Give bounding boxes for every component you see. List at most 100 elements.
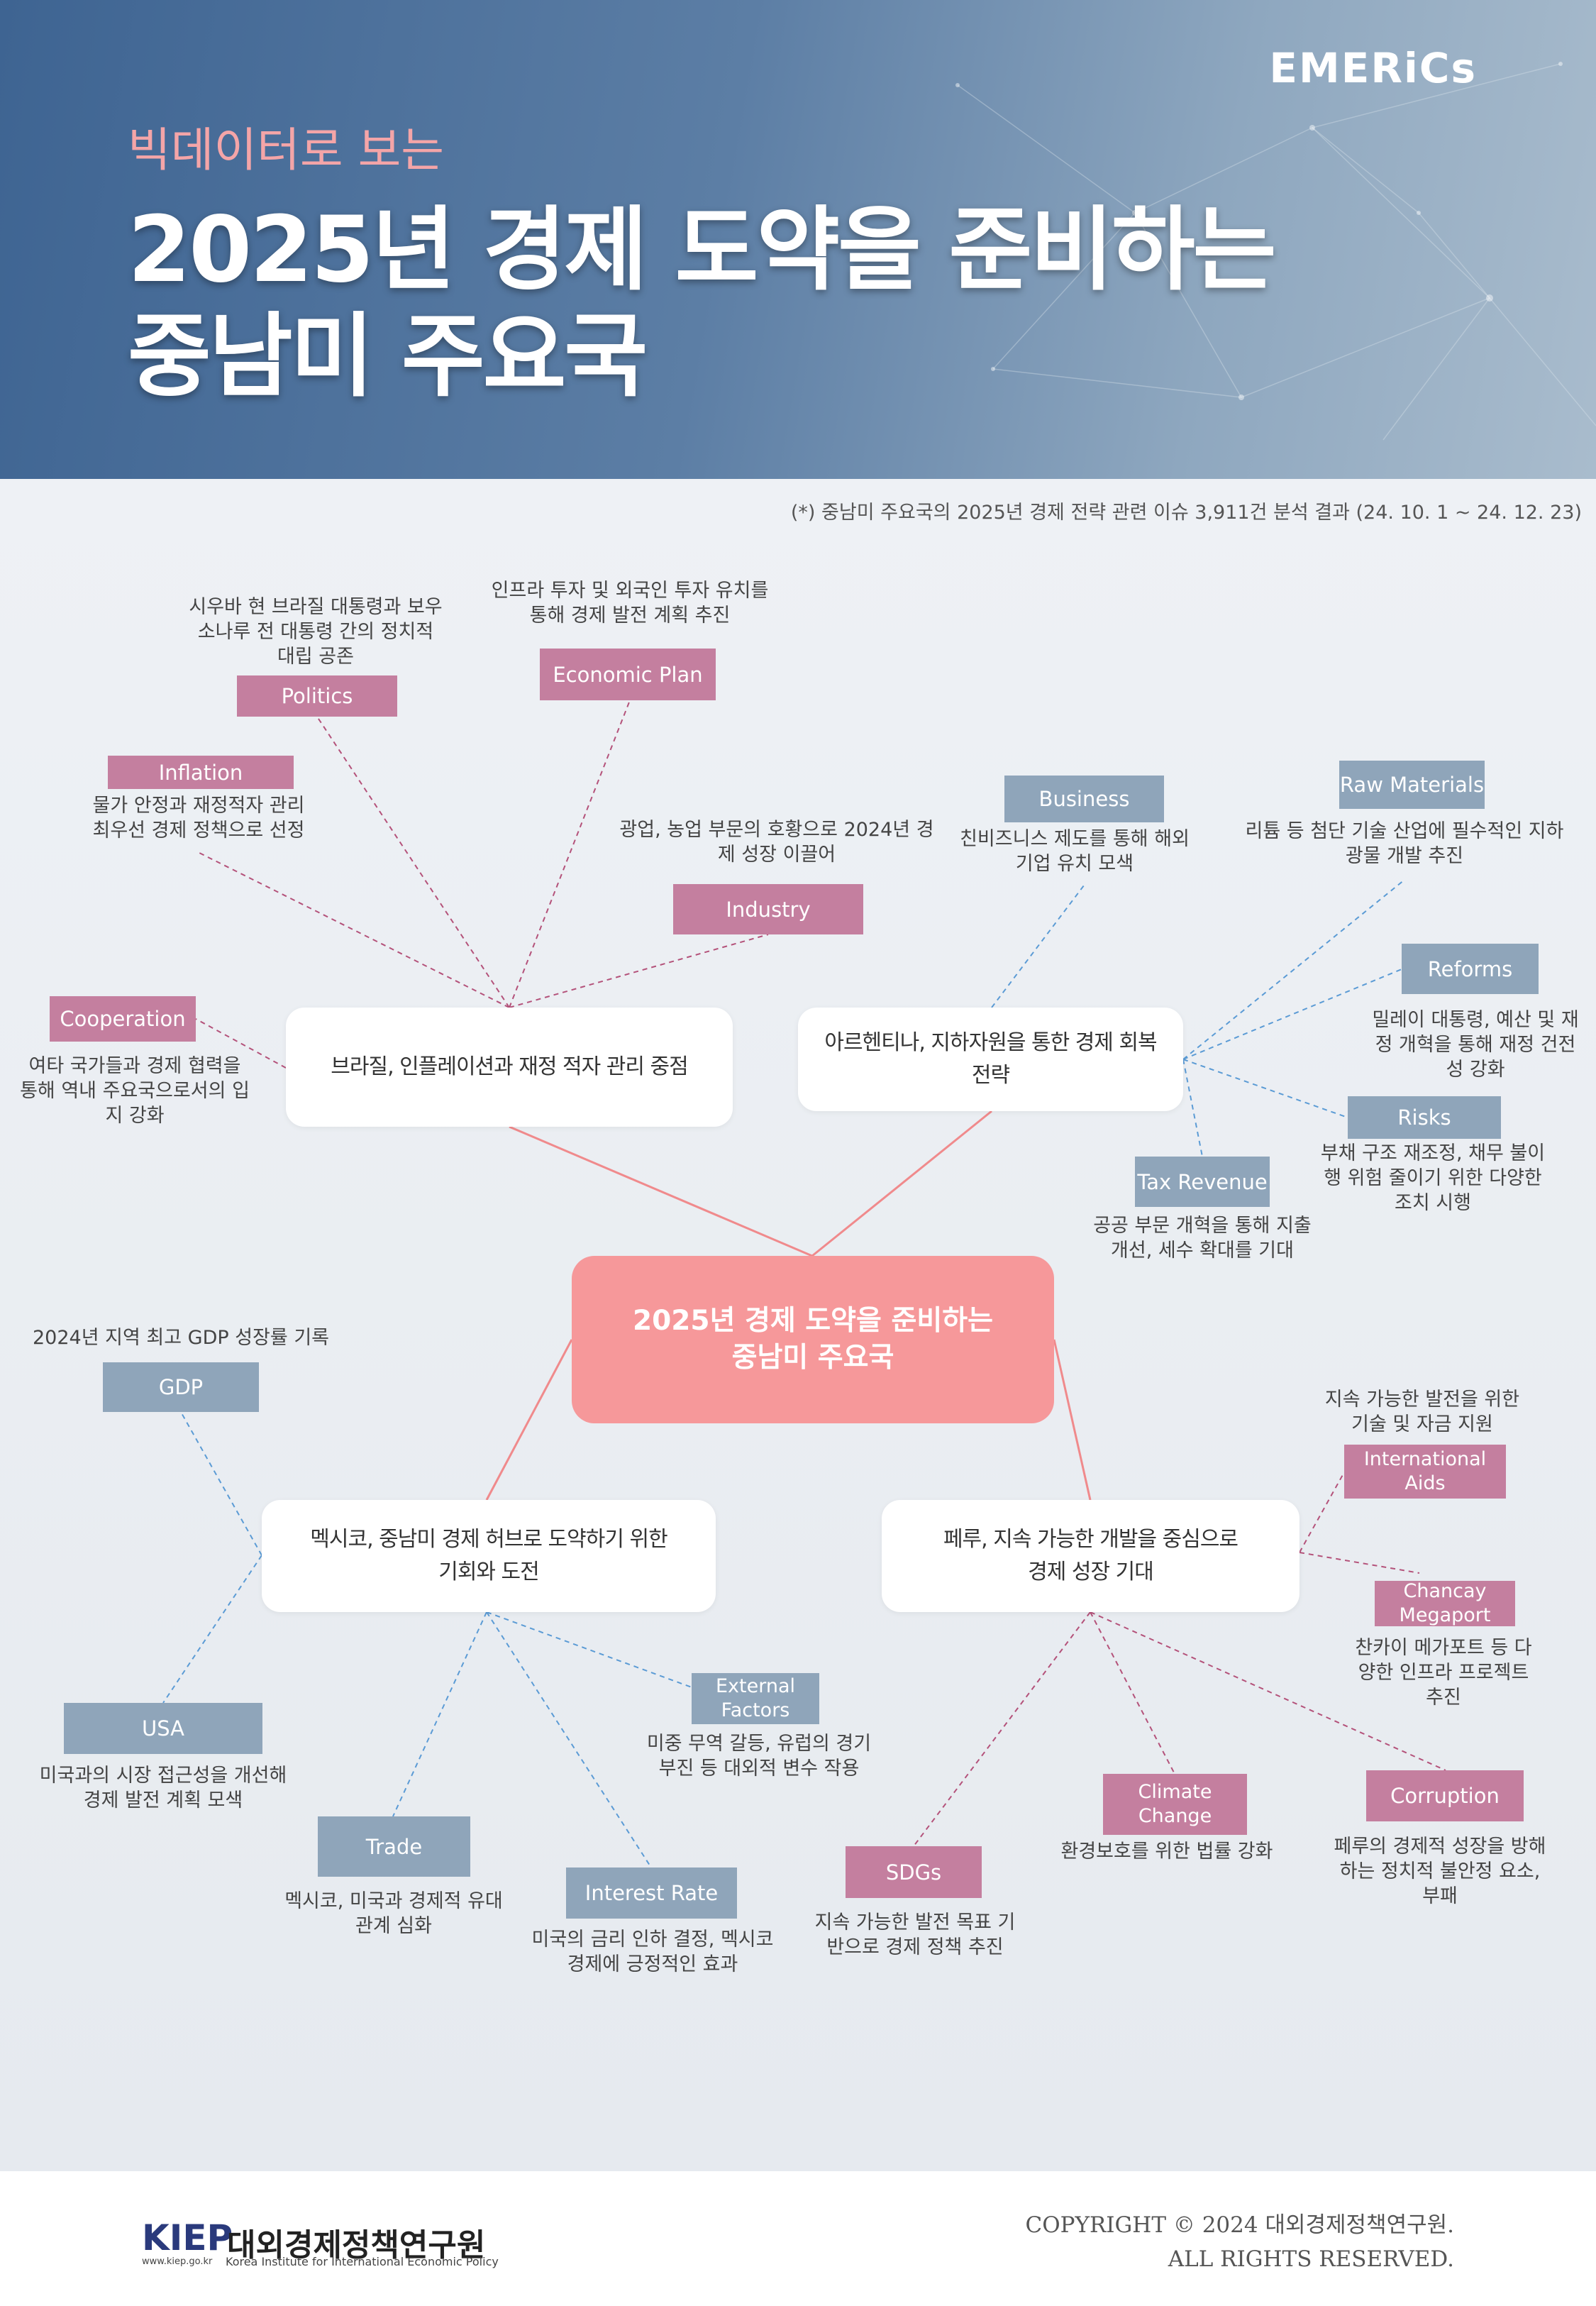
branch-argentina-line-1: 아르헨티나, 지하자원을 통한 경제 회복 (824, 1030, 1157, 1055)
branch-mexico: 멕시코, 중남미 경제 허브로 도약하기 위한 기회와 도전 (262, 1500, 716, 1612)
tag-climate-line-2: Change (1138, 1805, 1212, 1827)
desc-risks-line: 조치 시행 (1395, 1192, 1471, 1214)
desc-risks: 부채 구조 재조정, 채무 불이 행 위험 줄이기 위한 다양한 조치 시행 (1305, 1141, 1561, 1215)
tag-international-aids: International Aids (1344, 1445, 1506, 1499)
desc-cooperation: 여타 국가들과 경제 협력을 통해 역내 주요국으로서의 입 지 강화 (7, 1054, 262, 1128)
tag-reforms: Reforms (1402, 944, 1539, 994)
desc-corruption: 페루의 경제적 성장을 방해 하는 정치적 불안정 요소, 부패 (1312, 1834, 1568, 1909)
branch-argentina: 아르헨티나, 지하자원을 통한 경제 회복 전략 (798, 1008, 1183, 1111)
desc-reforms-line: 성 강화 (1446, 1059, 1505, 1081)
desc-usa: 미국과의 시장 접근성을 개선해 경제 발전 계획 모색 (18, 1763, 309, 1813)
tag-external-line-1: External (715, 1675, 796, 1697)
link-peru-climate (1090, 1611, 1175, 1775)
desc-economic-plan-line: 인프라 투자 및 외국인 투자 유치를 (491, 580, 769, 602)
desc-reforms-line: 밀레이 대통령, 예산 및 재 (1372, 1009, 1579, 1031)
desc-sdgs: 지속 가능한 발전 목표 기 반으로 경제 정책 추진 (794, 1910, 1036, 1960)
tag-inflation: Inflation (108, 756, 294, 789)
desc-inflation-line: 최우선 경제 정책으로 선정 (92, 820, 305, 842)
desc-chancay-line: 찬카이 메가포트 등 다 (1355, 1637, 1532, 1659)
tag-intl-line-2: Aids (1404, 1472, 1446, 1494)
desc-climate-line: 환경보호를 위한 법률 강화 (1060, 1841, 1273, 1863)
link-argentina-business (991, 885, 1085, 1008)
desc-politics-line: 소나루 전 대통령 간의 정치적 (197, 621, 434, 643)
desc-tax-revenue-line: 개선, 세수 확대를 기대 (1111, 1240, 1294, 1262)
desc-gdp-line: 2024년 지역 최고 GDP 성장률 기록 (32, 1327, 330, 1349)
desc-interest-rate: 미국의 금리 인하 결정, 멕시코 경제에 긍정적인 효과 (514, 1927, 791, 1977)
tag-politics: Politics (237, 675, 397, 717)
tag-economic-plan: Economic Plan (540, 649, 716, 700)
desc-sdgs-line: 지속 가능한 발전 목표 기 (814, 1911, 1016, 1933)
branch-mexico-line-2: 기회와 도전 (438, 1560, 540, 1584)
source-note: (*) 중남미 주요국의 2025년 경제 전략 관련 이슈 3,911건 분석… (790, 502, 1582, 524)
page-subtitle: 빅데이터로 보는 (128, 123, 445, 177)
link-brazil-politics (316, 716, 510, 1008)
tag-risks: Risks (1348, 1096, 1501, 1139)
desc-usa-line: 미국과의 시장 접근성을 개선해 (39, 1765, 287, 1787)
tag-climate-line-1: Climate (1138, 1781, 1212, 1803)
desc-inflation: 물가 안정과 재정적자 관리 최우선 경제 정책으로 선정 (57, 793, 340, 843)
link-peru-corruption (1090, 1611, 1446, 1771)
desc-risks-line: 부채 구조 재조정, 채무 불이 (1320, 1142, 1546, 1164)
link-argentina-risks (1182, 1059, 1348, 1118)
tag-chancay-megaport: Chancay Megaport (1375, 1580, 1515, 1626)
desc-chancay-line: 추진 (1426, 1687, 1461, 1709)
link-mexico-gdp (180, 1411, 262, 1556)
link-argentina-raw-materials (1182, 879, 1405, 1060)
copyright-line-2: ALL RIGHTS RESERVED. (1168, 2246, 1454, 2272)
central-topic-line-2: 중남미 주요국 (731, 1342, 894, 1374)
link-mexico-interest (486, 1611, 652, 1868)
tag-corruption: Corruption (1366, 1770, 1524, 1821)
link-argentina-reforms (1182, 969, 1402, 1060)
desc-business-line: 친비즈니스 제도를 통해 해외 (960, 828, 1190, 850)
desc-raw-materials: 리튬 등 첨단 기술 산업에 필수적인 지하 광물 개발 추진 (1234, 819, 1575, 868)
branch-peru: 페루, 지속 가능한 개발을 중심으로 경제 성장 기대 (882, 1500, 1299, 1612)
central-topic-line-1: 2025년 경제 도약을 준비하는 (632, 1305, 994, 1337)
desc-chancay-line: 양한 인프라 프로젝트 (1358, 1662, 1529, 1684)
desc-sdgs-line: 반으로 경제 정책 추진 (826, 1936, 1004, 1958)
desc-external-line: 부진 등 대외적 변수 작용 (658, 1758, 860, 1780)
desc-interest-rate-line: 미국의 금리 인하 결정, 멕시코 (531, 1929, 774, 1951)
emerics-logo: EMERiCs (1269, 44, 1477, 92)
desc-gdp: 2024년 지역 최고 GDP 성장률 기록 (14, 1325, 348, 1350)
link-center-argentina (811, 1110, 992, 1257)
tag-external-line-2: Factors (721, 1699, 790, 1721)
desc-economic-plan-line: 통해 경제 발전 계획 추진 (529, 605, 731, 627)
branch-argentina-line-2: 전략 (971, 1063, 1010, 1088)
tag-cooperation: Cooperation (50, 996, 196, 1042)
link-argentina-tax (1182, 1059, 1203, 1157)
link-peru-intl (1299, 1472, 1345, 1553)
desc-raw-materials-line: 리튬 등 첨단 기술 산업에 필수적인 지하 (1245, 820, 1564, 842)
kiep-logo-mark: KIEP (142, 2217, 233, 2258)
desc-politics-line: 대립 공존 (277, 646, 354, 668)
tag-gdp: GDP (103, 1362, 259, 1412)
desc-politics: 시우바 현 브라질 대통령과 보우 소나루 전 대통령 간의 정치적 대립 공존 (156, 595, 475, 669)
desc-tax-revenue: 공공 부문 개혁을 통해 지출 개선, 세수 확대를 기대 (1068, 1213, 1337, 1263)
desc-cooperation-line: 지 강화 (105, 1105, 165, 1127)
desc-reforms-line: 정 개혁을 통해 재정 건전 (1375, 1034, 1576, 1056)
header-banner: EMERiCs 빅데이터로 보는 2025년 경제 도약을 준비하는 중남미 주… (0, 0, 1596, 479)
desc-trade-line: 멕시코, 미국과 경제적 유대 (284, 1890, 503, 1912)
desc-corruption-line: 페루의 경제적 성장을 방해 (1334, 1836, 1546, 1858)
tag-business: Business (1004, 776, 1164, 822)
kiep-url: www.kiep.go.kr (142, 2256, 213, 2267)
kiep-name-korean: 대외경제정책연구원 (227, 2227, 486, 2263)
footer (0, 2171, 1596, 2306)
link-brazil-industry (509, 934, 769, 1008)
desc-business-line: 기업 유치 모색 (1015, 853, 1134, 875)
desc-climate-change: 환경보호를 위한 법률 강화 (1043, 1839, 1291, 1864)
link-brazil-cooperation (195, 1018, 287, 1069)
desc-intl-line: 기술 및 자금 지원 (1351, 1413, 1493, 1435)
desc-tax-revenue-line: 공공 부문 개혁을 통해 지출 (1093, 1215, 1312, 1237)
desc-international-aids: 지속 가능한 발전을 위한 기술 및 자금 지원 (1305, 1387, 1539, 1437)
desc-corruption-line: 하는 정치적 불안정 요소, (1339, 1860, 1541, 1882)
link-peru-chancay (1299, 1552, 1420, 1574)
branch-brazil-label: 브라질, 인플레이션과 재정 적자 관리 중점 (331, 1054, 688, 1079)
tag-tax-revenue: Tax Revenue (1135, 1157, 1270, 1207)
desc-industry: 광업, 농업 부문의 호황으로 2024년 경 제 성장 이끌어 (606, 817, 947, 867)
desc-industry-line: 제 성장 이끌어 (717, 844, 836, 866)
desc-corruption-line: 부패 (1422, 1885, 1458, 1907)
copyright: COPYRIGHT © 2024 대외경제정책연구원. ALL RIGHTS R… (1025, 2208, 1454, 2276)
link-mexico-trade (392, 1611, 487, 1817)
tag-external-factors: External Factors (692, 1673, 819, 1724)
desc-business: 친비즈니스 제도를 통해 해외 기업 유치 모색 (943, 827, 1206, 876)
